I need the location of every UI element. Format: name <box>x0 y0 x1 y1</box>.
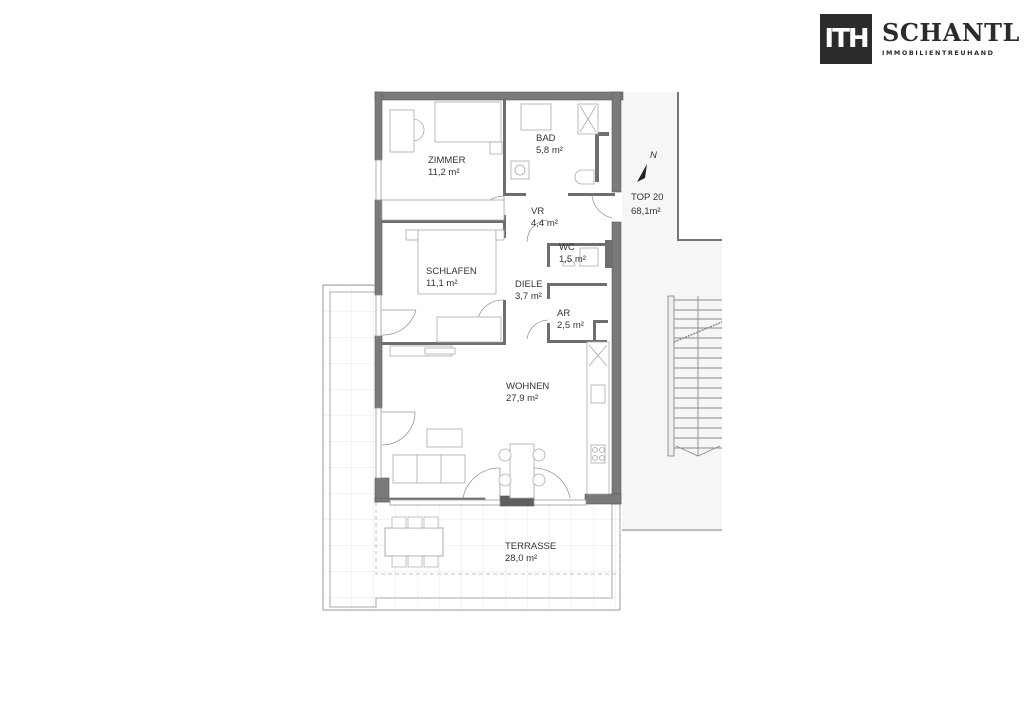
room-area-vr: 4,4 m² <box>531 218 558 229</box>
room-name-ar: AR <box>557 308 570 319</box>
staircase <box>667 295 723 457</box>
room-area-ar: 2,5 m² <box>557 320 584 331</box>
interior-walls <box>382 98 615 345</box>
logo-subtitle: IMMOBILIENTREUHAND <box>882 49 995 57</box>
windows <box>375 159 587 506</box>
room-name-diele: DIELE <box>515 279 542 290</box>
room-name-terrasse: TERRASSE <box>505 541 556 552</box>
north-arrow-icon: N <box>637 150 657 182</box>
room-area-diele: 3,7 m² <box>515 291 542 302</box>
room-area-wohnen: 27,9 m² <box>506 393 538 404</box>
furniture <box>381 101 610 499</box>
room-area-schlafen: 11,1 m² <box>426 278 458 289</box>
room-name-bad: BAD <box>536 133 556 144</box>
logo-mark: ITH <box>820 14 872 64</box>
room-area-bad: 5,8 m² <box>536 145 563 156</box>
room-name-schlafen: SCHLAFEN <box>426 266 477 277</box>
room-name-wc: WC <box>559 242 575 253</box>
room-name-zimmer: ZIMMER <box>428 155 466 166</box>
unit-area: 68,1m² <box>631 206 661 217</box>
room-name-wohnen: WOHNEN <box>506 381 549 392</box>
room-name-vr: VR <box>531 206 544 217</box>
apartment-floor <box>380 94 620 502</box>
logo-name: SCHANTL <box>882 18 1020 47</box>
room-area-wc: 1,5 m² <box>559 254 586 265</box>
room-area-terrasse: 28,0 m² <box>505 553 537 564</box>
room-area-zimmer: 11,2 m² <box>428 167 460 178</box>
unit-name: TOP 20 <box>631 192 663 203</box>
svg-text:N: N <box>650 150 657 161</box>
company-logo: ITH SCHANTL IMMOBILIENTREUHAND <box>820 14 1020 64</box>
room-labels: ZIMMER 11,2 m² BAD 5,8 m² VR 4,4 m² WC 1… <box>426 133 663 564</box>
